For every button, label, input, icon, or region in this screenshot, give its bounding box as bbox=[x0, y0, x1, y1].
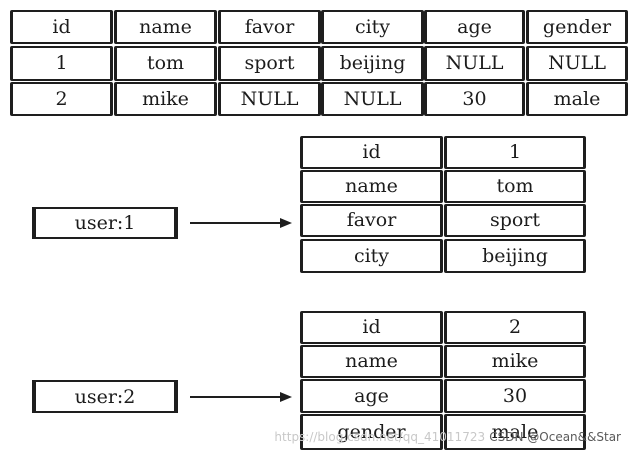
hash-field: name bbox=[300, 170, 443, 203]
table-cell: 30 bbox=[424, 82, 525, 116]
hash-field: name bbox=[300, 345, 443, 378]
hash-value: mike bbox=[444, 345, 586, 378]
hash-value: 2 bbox=[444, 311, 586, 344]
hash-field: city bbox=[300, 239, 443, 273]
table-cell: 2 bbox=[10, 82, 113, 116]
hash-value: male bbox=[444, 414, 586, 450]
hash-value: beijing bbox=[444, 239, 586, 273]
table-cell: sport bbox=[218, 46, 321, 81]
header-cell-favor: favor bbox=[218, 10, 321, 44]
table-cell: beijing bbox=[321, 46, 424, 81]
hash-value: tom bbox=[444, 170, 586, 203]
watermark-text: CSDN @Ocean&&Star bbox=[489, 430, 621, 444]
header-cell-id: id bbox=[10, 10, 113, 44]
hash-field: favor bbox=[300, 204, 443, 237]
header-cell-gender: gender bbox=[526, 10, 628, 44]
hash-field: id bbox=[300, 136, 443, 169]
table-cell: tom bbox=[114, 46, 217, 81]
table-cell: mike bbox=[114, 82, 217, 116]
hash-field: age bbox=[300, 379, 443, 413]
table-cell: 1 bbox=[10, 46, 113, 81]
header-cell-name: name bbox=[114, 10, 217, 44]
table-cell: NULL bbox=[218, 82, 321, 116]
table-cell: NULL bbox=[424, 46, 525, 81]
hash-key-user-1: user:1 bbox=[32, 207, 178, 239]
hash-value: 1 bbox=[444, 136, 586, 169]
arrow-head-user-2 bbox=[280, 392, 292, 402]
header-cell-city: city bbox=[321, 10, 424, 44]
hash-field: gender bbox=[300, 414, 443, 450]
watermark: https://blog.csdn.net/qq_41011723 CSDN @… bbox=[274, 430, 621, 445]
table-cell: NULL bbox=[321, 82, 424, 116]
header-cell-age: age bbox=[424, 10, 525, 44]
table-cell: male bbox=[526, 82, 628, 116]
hash-field: id bbox=[300, 311, 443, 344]
hash-key-user-2: user:2 bbox=[32, 380, 178, 413]
hash-value: sport bbox=[444, 204, 586, 237]
arrow-head-user-1 bbox=[280, 218, 292, 228]
hash-value: 30 bbox=[444, 379, 586, 413]
table-cell: NULL bbox=[526, 46, 628, 81]
watermark-url: https://blog.csdn.net/qq_41011723 bbox=[274, 430, 486, 444]
